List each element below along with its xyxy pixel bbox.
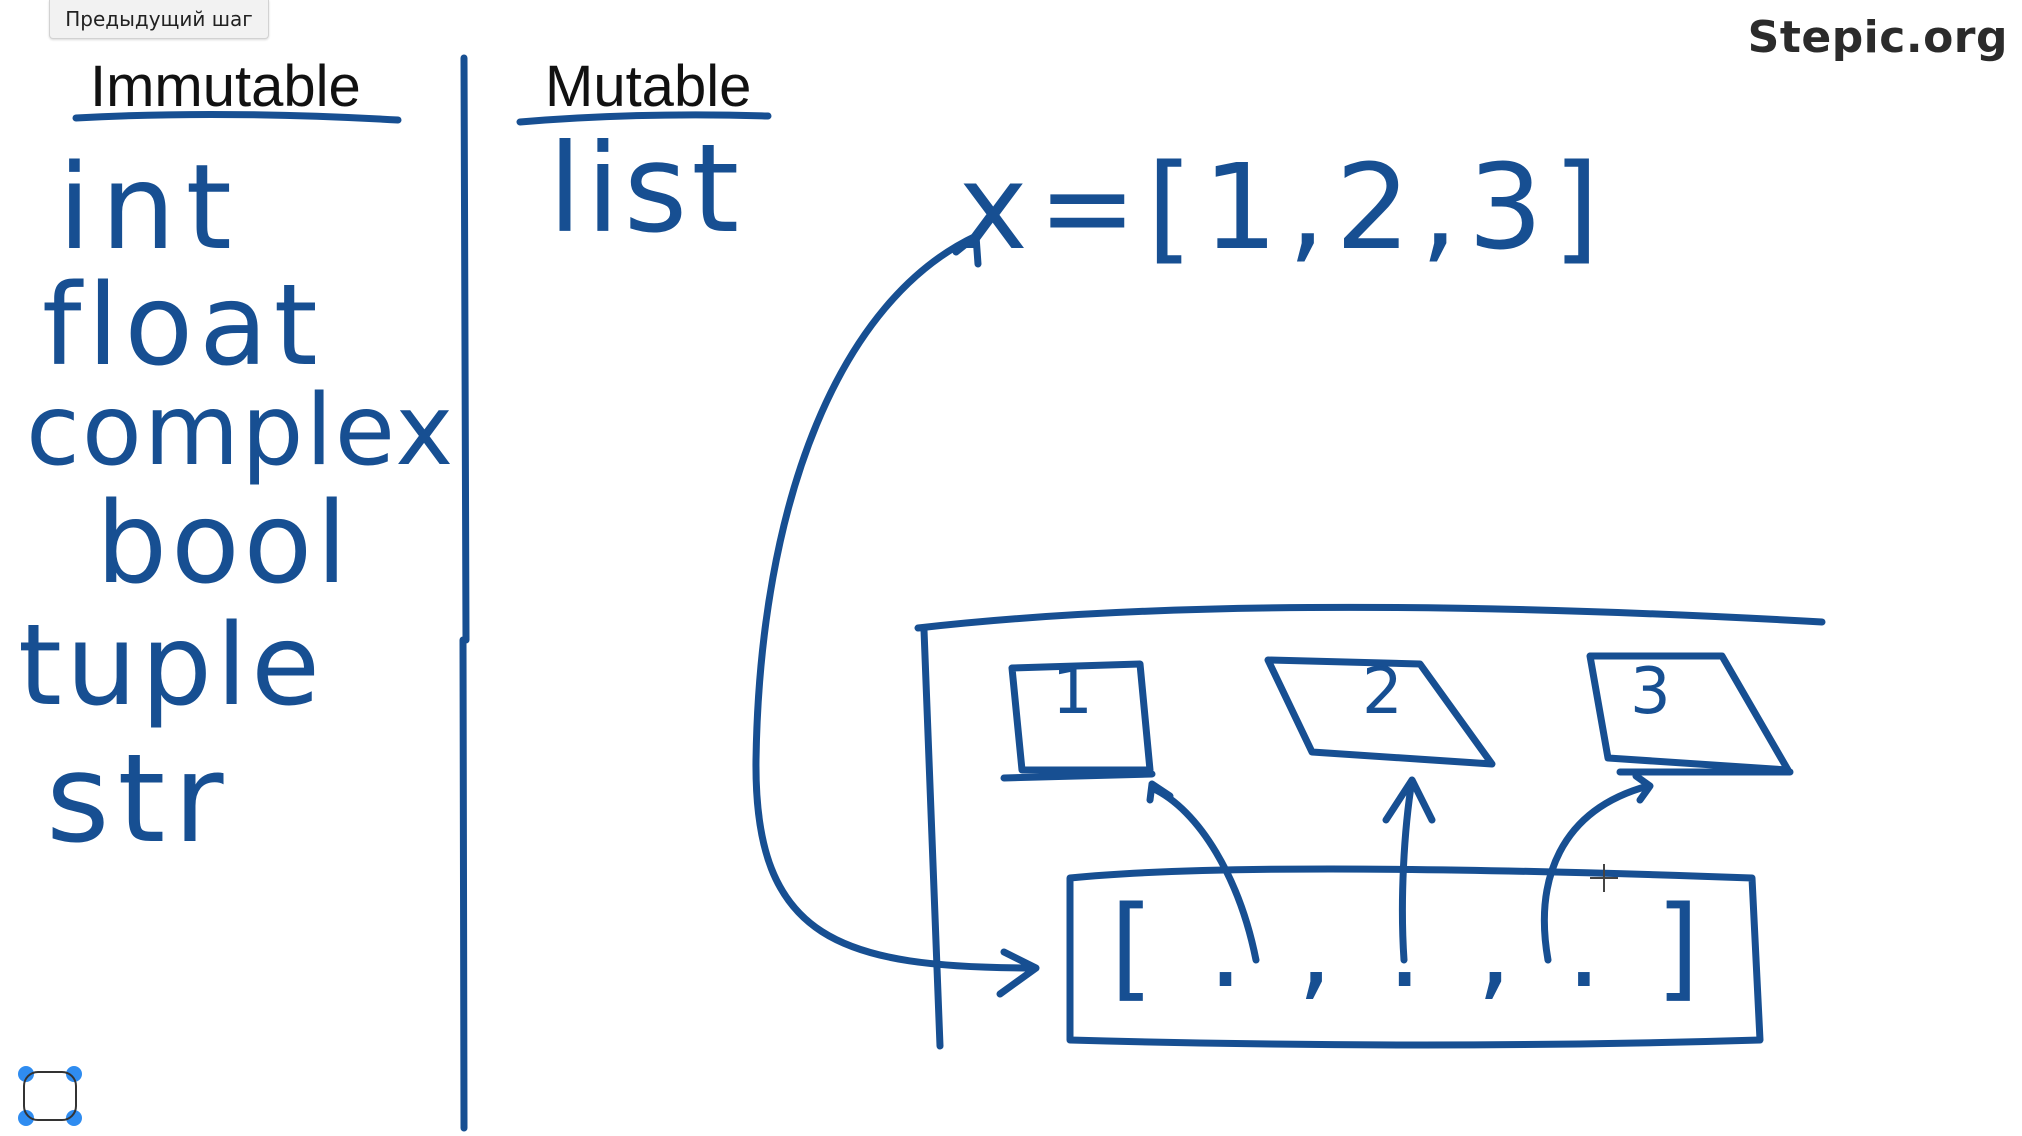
ref-arrow-2 bbox=[1382, 776, 1436, 964]
brand-logo: Stepic.org bbox=[1747, 12, 2008, 63]
box-1 bbox=[1000, 660, 1156, 782]
ref-arrow-3 bbox=[1540, 772, 1654, 964]
list-object-box bbox=[1066, 865, 1764, 1049]
immutable-heading: Immutable bbox=[90, 54, 361, 119]
type-float: float bbox=[42, 261, 324, 391]
ref-arrow-1 bbox=[1146, 780, 1260, 964]
type-tuple: tuple bbox=[18, 601, 325, 731]
previous-step-button[interactable]: Предыдущий шаг bbox=[49, 0, 269, 39]
memory-frame bbox=[914, 603, 1826, 1050]
crosshair-cursor-icon bbox=[1590, 864, 1618, 892]
type-complex: complex bbox=[26, 374, 456, 488]
pointer-arrow bbox=[752, 232, 1040, 998]
assignment-code: x=[1,2,3] bbox=[958, 138, 1610, 276]
type-bool: bool bbox=[96, 479, 352, 609]
type-str: str bbox=[46, 728, 232, 870]
box-2 bbox=[1264, 656, 1496, 768]
mutable-heading: Mutable bbox=[545, 54, 752, 119]
heading-underline-mutable bbox=[516, 111, 772, 126]
heading-underline-immutable bbox=[72, 110, 402, 124]
divider-line bbox=[459, 54, 470, 1132]
type-int: int bbox=[58, 138, 242, 276]
box-value-1: 1 bbox=[1052, 655, 1093, 729]
box-3 bbox=[1586, 652, 1794, 776]
box-value-3: 3 bbox=[1630, 655, 1671, 729]
type-list: list bbox=[548, 118, 744, 260]
expand-icon[interactable] bbox=[14, 1064, 84, 1128]
box-value-2: 2 bbox=[1362, 655, 1403, 729]
